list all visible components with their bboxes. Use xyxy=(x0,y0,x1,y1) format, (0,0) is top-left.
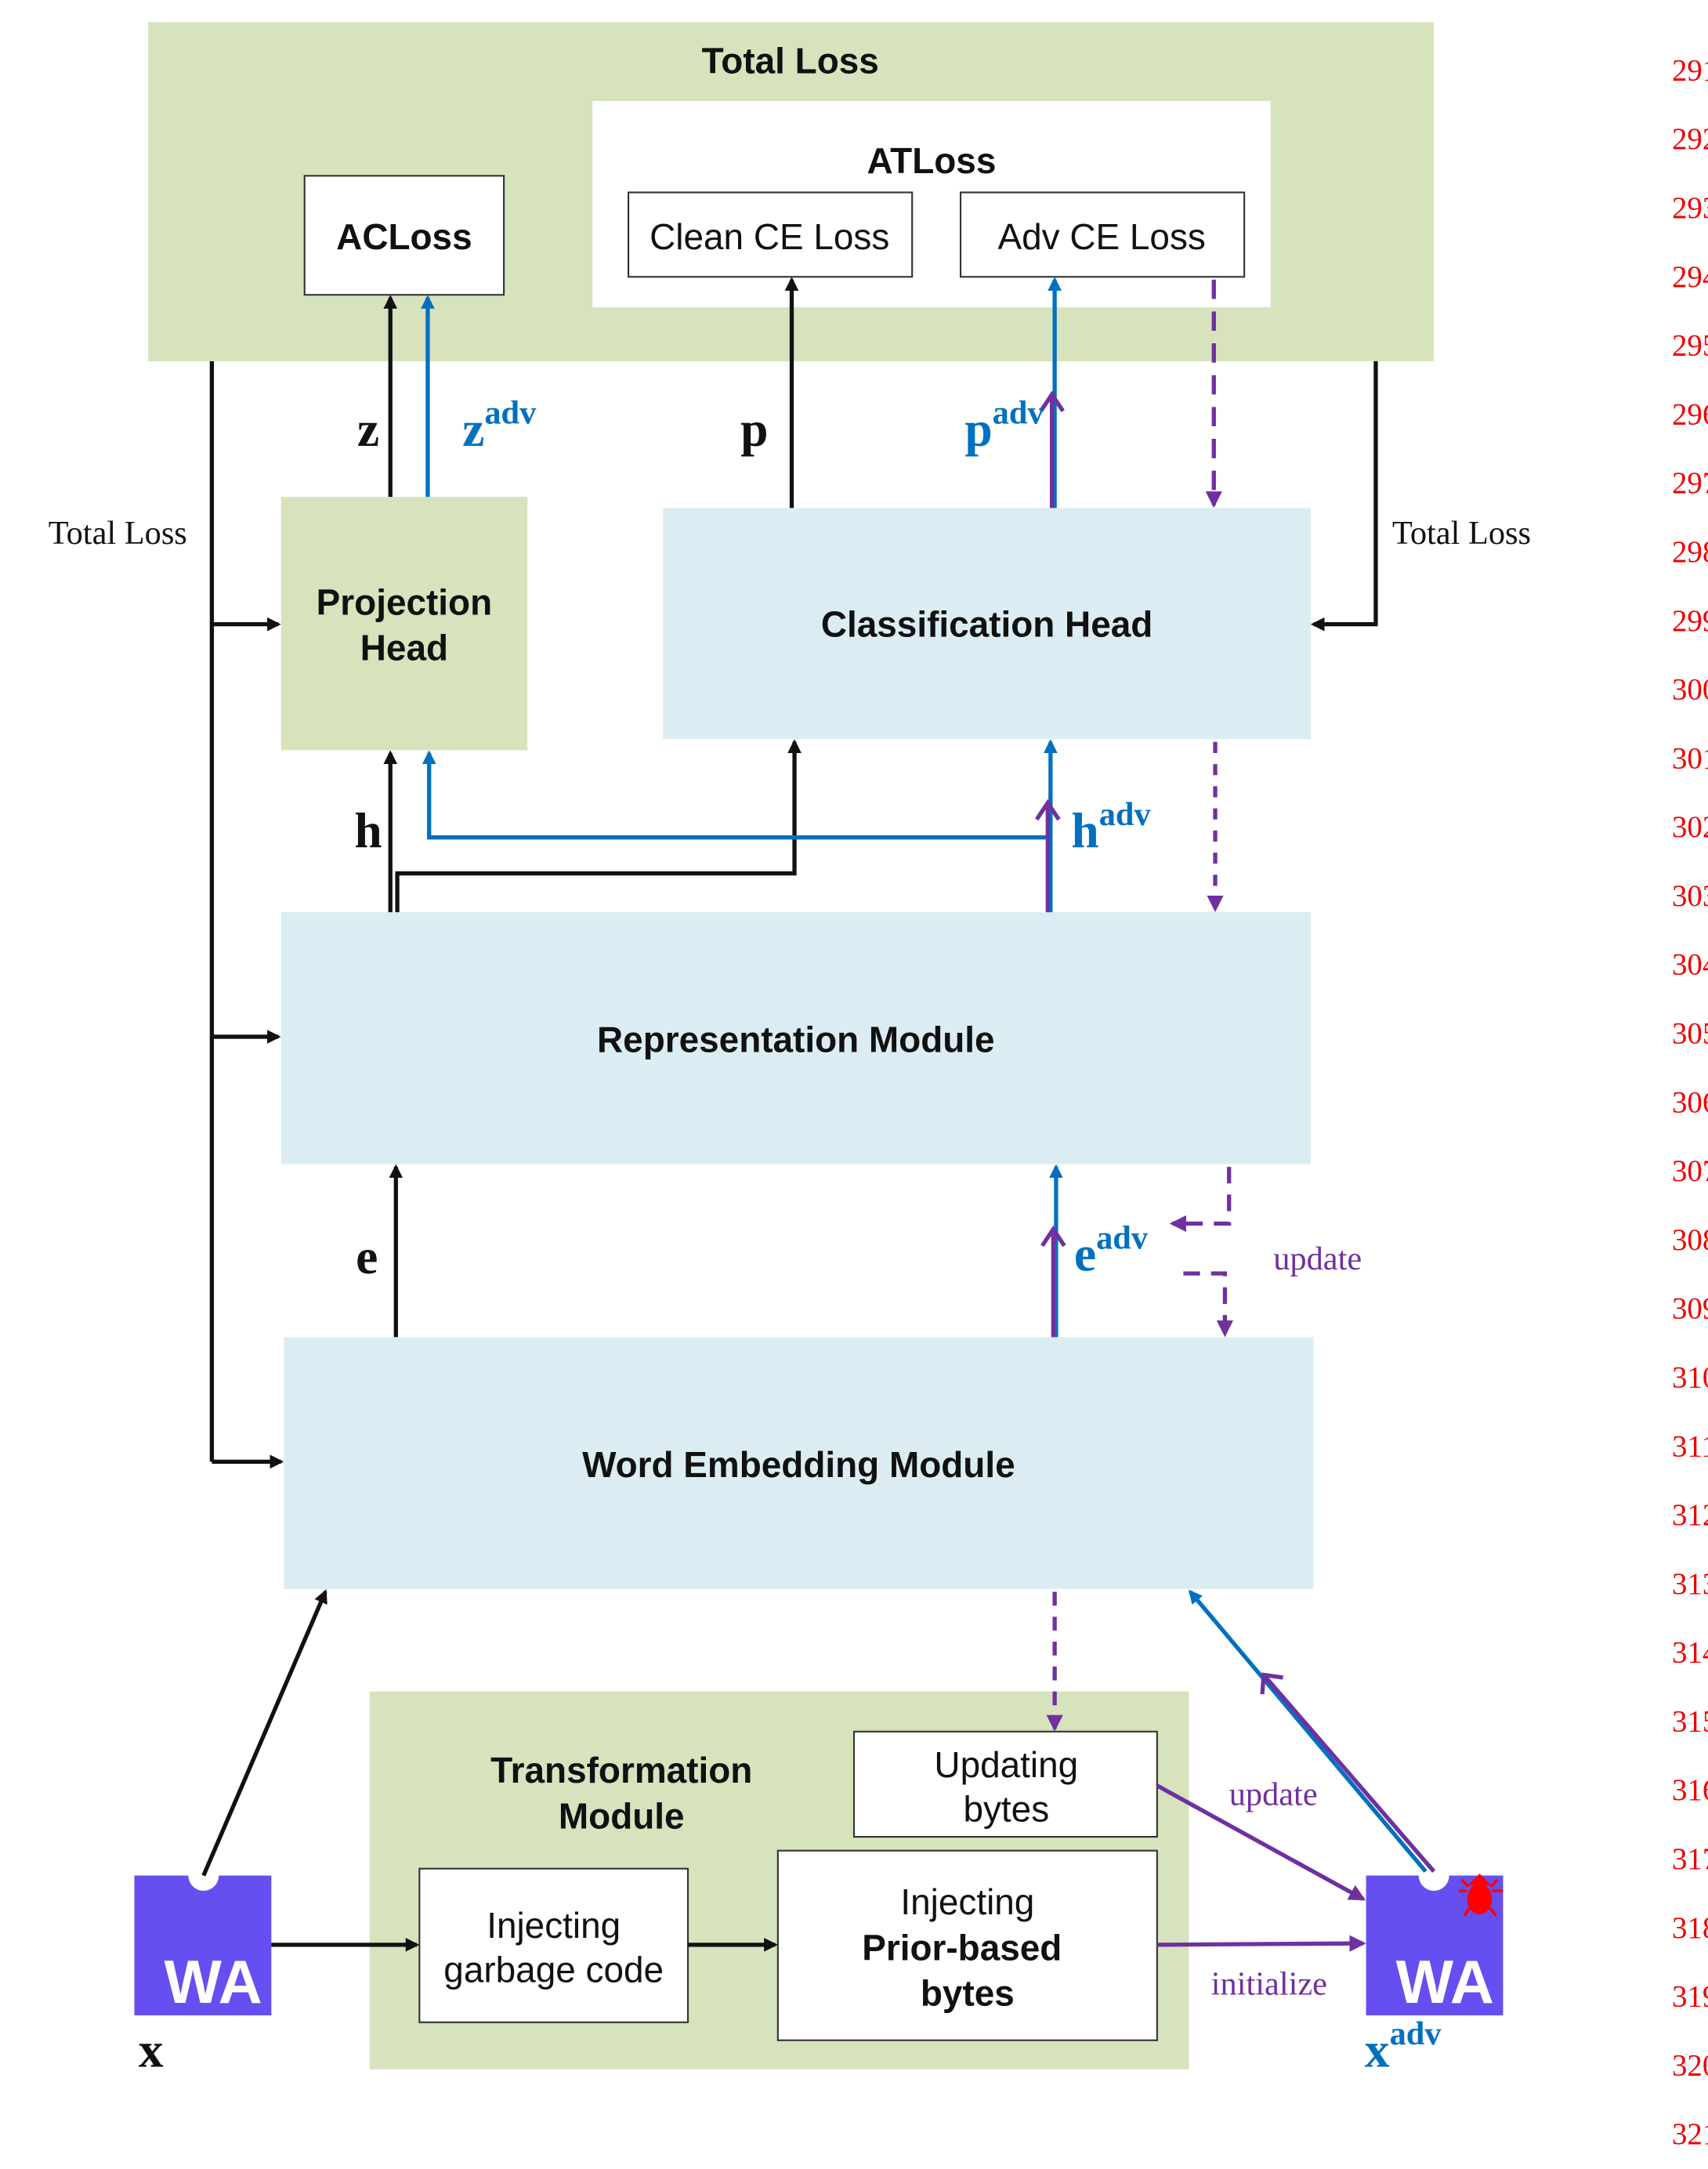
bug-icon xyxy=(1458,1874,1504,1917)
line-number: 295 xyxy=(1672,329,1708,363)
injecting-prior-label: bytes xyxy=(921,1973,1015,2014)
line-number: 300 xyxy=(1672,673,1708,707)
input-wasm-icon: WA xyxy=(134,1860,272,2016)
line-number: 296 xyxy=(1672,397,1708,431)
classification-head: Classification Head xyxy=(663,508,1311,740)
line-number: 310 xyxy=(1672,1360,1708,1394)
line-number: 291 xyxy=(1672,53,1708,87)
line-number: 298 xyxy=(1672,535,1708,569)
acloss-box: ACLoss xyxy=(303,175,505,296)
injecting-garbage-label: Injecting xyxy=(487,1905,621,1946)
acloss-label: ACLoss xyxy=(336,216,472,257)
injecting-prior-label: Injecting xyxy=(900,1881,1034,1922)
line-number: 321 xyxy=(1672,2117,1708,2151)
line-number: 299 xyxy=(1672,604,1708,638)
line-number: 313 xyxy=(1672,1567,1708,1601)
line-number: 303 xyxy=(1672,879,1708,913)
representation-module-label: Representation Module xyxy=(597,1019,995,1059)
line-number: 292 xyxy=(1672,122,1708,156)
line-number: 301 xyxy=(1672,741,1708,775)
adv-wasm-icon: WA xyxy=(1366,1860,1504,2016)
line-number: 318 xyxy=(1672,1911,1708,1945)
adv-ce-loss: Adv CE Loss xyxy=(998,216,1206,257)
line-number: 297 xyxy=(1672,466,1708,500)
line-number: 308 xyxy=(1672,1223,1708,1257)
line-number: 307 xyxy=(1672,1154,1708,1188)
word-embedding-module-label: Word Embedding Module xyxy=(582,1444,1015,1485)
line-number: 315 xyxy=(1672,1704,1708,1738)
transformation-title: Module xyxy=(559,1795,685,1836)
line-number: 304 xyxy=(1672,948,1708,982)
clean-ce-loss: Clean CE Loss xyxy=(650,216,889,257)
representation-module: Representation Module xyxy=(280,912,1311,1164)
line-number: 314 xyxy=(1672,1636,1708,1670)
transformation-title: Transformation xyxy=(490,1750,752,1791)
padv-label: padv xyxy=(964,395,1044,457)
line-number: 293 xyxy=(1672,191,1708,225)
classification-head-label: Classification Head xyxy=(821,604,1153,645)
zadv-label: zadv xyxy=(462,395,537,457)
line-number: 294 xyxy=(1672,260,1708,294)
line-number: 309 xyxy=(1672,1292,1708,1326)
initialize-label: initialize xyxy=(1211,1965,1327,2002)
atloss-box: ATLoss Clean CE Loss Adv CE Loss xyxy=(592,100,1271,308)
x-label: x xyxy=(139,2022,164,2077)
update-label: update xyxy=(1229,1776,1318,1812)
p-label: p xyxy=(740,401,768,457)
e-label: e xyxy=(356,1229,378,1284)
hadv-label: hadv xyxy=(1071,796,1151,858)
injecting-prior-label: Prior-based xyxy=(862,1927,1062,1968)
adversarial-flow-arrows xyxy=(421,277,1428,1873)
total-loss-title: Total Loss xyxy=(702,41,879,81)
line-number: 317 xyxy=(1672,1842,1708,1876)
clean-flow-arrows xyxy=(201,277,1378,1952)
updating-bytes-label: Updating xyxy=(934,1744,1078,1785)
atloss-title: ATLoss xyxy=(867,140,996,181)
projection-head-label: Projection xyxy=(317,581,492,622)
line-number: 302 xyxy=(1672,810,1708,844)
eadv-label: eadv xyxy=(1074,1219,1149,1281)
update-label: update xyxy=(1273,1240,1362,1277)
wa-logo-text: WA xyxy=(165,1949,262,2016)
line-number: 320 xyxy=(1672,2048,1708,2082)
injecting-garbage-label: garbage code xyxy=(443,1950,664,1990)
update-flow-arrows xyxy=(1034,279,1436,1952)
h-label: h xyxy=(354,802,382,858)
wa-logo-text: WA xyxy=(1396,1949,1494,2016)
total-loss-left-label: Total Loss xyxy=(49,515,187,552)
z-label: z xyxy=(357,401,379,457)
projection-head-label: Head xyxy=(360,628,448,668)
total-loss-right-label: Total Loss xyxy=(1392,515,1531,552)
line-number: 319 xyxy=(1672,1980,1708,2014)
xadv-label: xadv xyxy=(1365,2015,1442,2077)
line-number: 305 xyxy=(1672,1017,1708,1051)
updating-bytes-label: bytes xyxy=(963,1789,1049,1830)
line-number: 312 xyxy=(1672,1498,1708,1532)
word-embedding-module: Word Embedding Module xyxy=(284,1337,1314,1589)
line-number: 306 xyxy=(1672,1085,1708,1119)
line-numbers: 291 292 293 294 295 296 297 298 299 300 301 302 303 3… xyxy=(1672,53,1708,2151)
projection-head: Projection Head xyxy=(280,497,528,751)
line-number: 316 xyxy=(1672,1773,1708,1807)
line-number: 311 xyxy=(1672,1429,1708,1463)
transformation-module: Transformation Module Updating bytes Inj… xyxy=(369,1691,1189,2069)
